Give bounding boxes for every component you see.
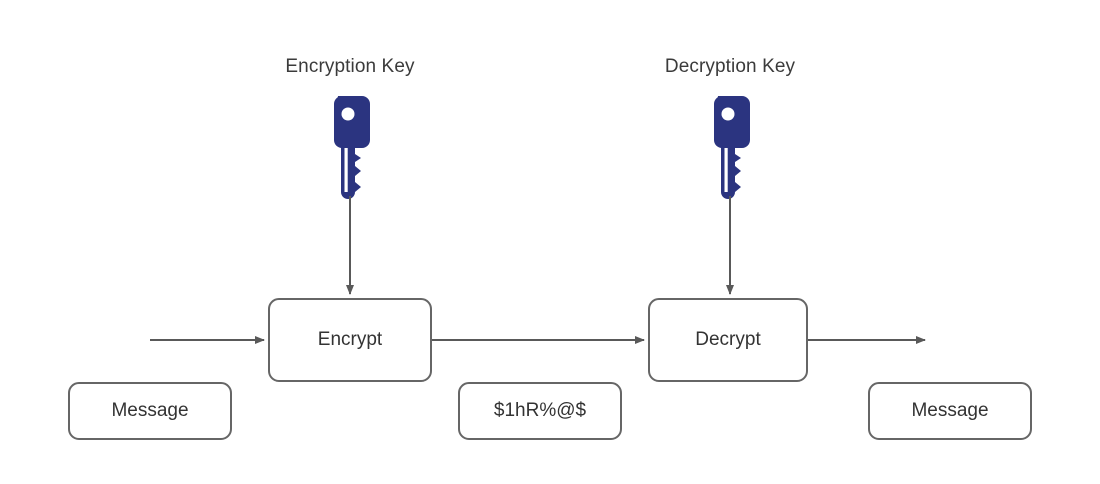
message-output-node[interactable]: Message: [868, 382, 1032, 440]
key-icon: [330, 96, 370, 204]
encryption-key-label: Encryption Key: [285, 56, 415, 77]
ciphertext-node[interactable]: $1hR%@$: [458, 382, 622, 440]
decrypt-node[interactable]: Decrypt: [648, 298, 808, 382]
key-icon: [710, 96, 750, 204]
encrypt-node[interactable]: Encrypt: [268, 298, 432, 382]
message-input-node[interactable]: Message: [68, 382, 232, 440]
decryption-key-label: Decryption Key: [664, 56, 796, 77]
